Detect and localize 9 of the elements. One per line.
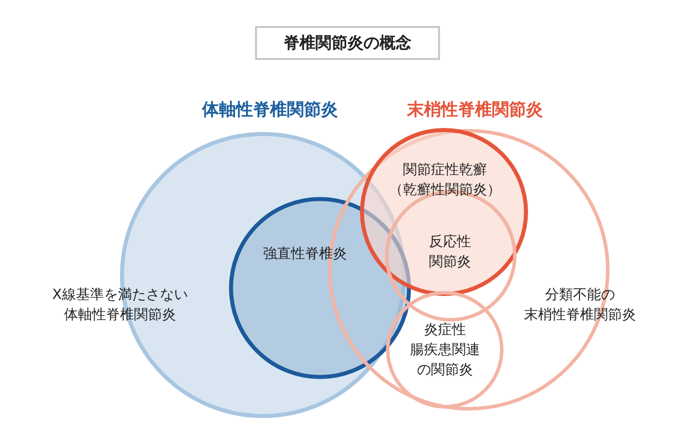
title-box: 脊椎関節炎の概念 (255, 26, 440, 60)
circle-label: X線基準を満たさない体軸性脊椎関節炎 (51, 286, 189, 325)
circle-label: 分類不能の末梢性脊椎関節炎 (523, 286, 637, 325)
circle-label: 炎症性腸疾患関連の関節炎 (409, 321, 481, 380)
set-heading: 体軸性脊椎関節炎 (200, 100, 339, 120)
circle-label: 強直性脊椎炎 (262, 245, 348, 264)
circle-label: 関節症性乾癬（乾癬性関節炎） (388, 161, 502, 200)
set-heading: 末梢性脊椎関節炎 (406, 100, 544, 120)
circle-label: 反応性関節炎 (428, 233, 472, 272)
